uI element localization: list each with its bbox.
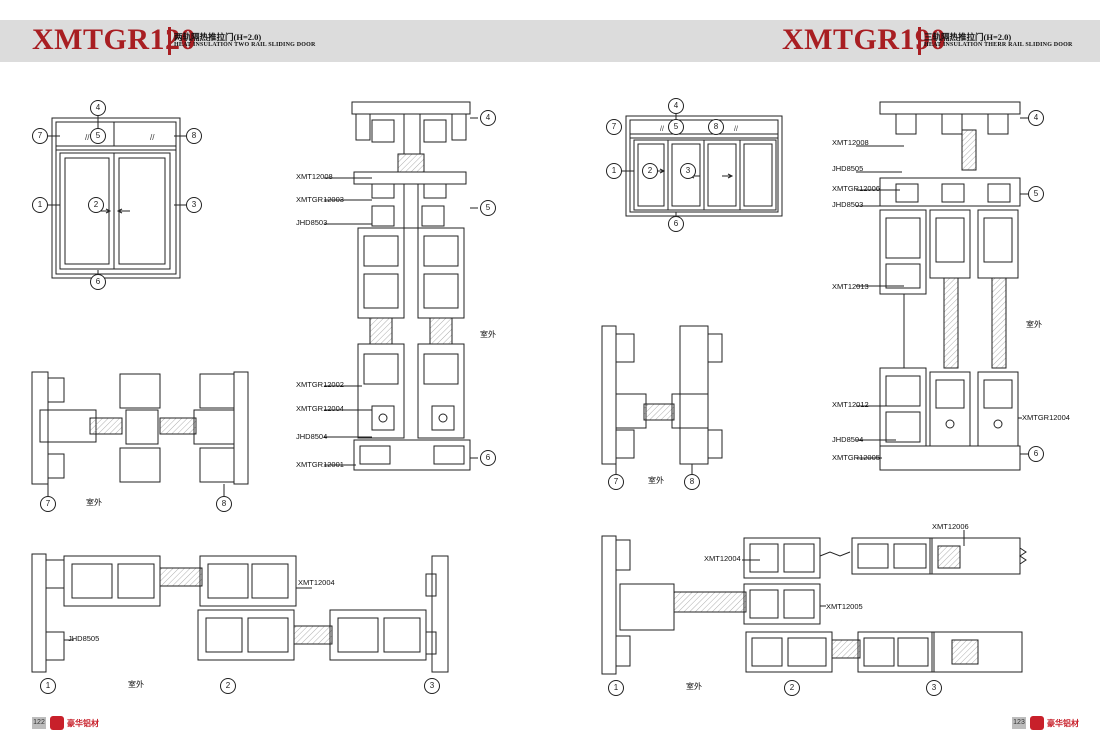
part-label: JHD8503 xyxy=(832,200,864,209)
callout-marker: 2 xyxy=(88,197,104,213)
right-title-en: HEAT INSULATION THERR RAIL SLIDING DOOR xyxy=(924,42,1073,48)
callout-marker: 8 xyxy=(216,496,232,512)
part-label: XMTGR12004 xyxy=(1022,413,1070,422)
callout-marker: 2 xyxy=(784,680,800,696)
page-number-right: 123 xyxy=(1012,717,1026,729)
callout-marker: 1 xyxy=(606,163,622,179)
part-label: XMTGR12004 xyxy=(296,404,344,413)
part-label: JHD8504 xyxy=(296,432,328,441)
callout-marker: 8 xyxy=(708,119,724,135)
part-label: XMT12006 xyxy=(932,522,969,531)
callout-marker: 7 xyxy=(608,474,624,490)
brand-logo-right: 豪华铝材 xyxy=(1030,715,1079,731)
callout-marker: 4 xyxy=(90,100,106,116)
brand-name: 豪华铝材 xyxy=(1047,718,1079,728)
part-label: XMT12004 xyxy=(298,578,335,587)
part-label: JHD8504 xyxy=(832,435,864,444)
part-label: XMT12012 xyxy=(832,400,869,409)
callout-marker: 3 xyxy=(424,678,440,694)
callout-marker: 6 xyxy=(1028,446,1044,462)
right-bottom-section xyxy=(601,530,1027,675)
brand-name: 豪华铝材 xyxy=(67,718,99,728)
svg-text://: // xyxy=(150,133,155,142)
callout-marker: 4 xyxy=(668,98,684,114)
left-horizontal-section xyxy=(31,371,249,496)
left-vertical-section xyxy=(324,101,478,471)
outdoor-label: 室外 xyxy=(86,498,102,507)
right-title-cn: 三轨隔热推拉门(H=2.0) xyxy=(924,32,1012,42)
brand-logo-icon xyxy=(1030,716,1044,730)
callout-marker: 6 xyxy=(480,450,496,466)
callout-marker: 1 xyxy=(40,678,56,694)
callout-marker: 5 xyxy=(668,119,684,135)
right-horizontal-section xyxy=(601,325,723,474)
part-label: JHD8505 xyxy=(68,634,100,643)
right-elevation: // // xyxy=(616,112,783,222)
left-elevation: // // xyxy=(46,114,186,280)
part-label: XMT12005 xyxy=(826,602,863,611)
page-number-left: 122 xyxy=(32,717,46,729)
part-label: XMT12013 xyxy=(832,282,869,291)
svg-text://: // xyxy=(85,133,90,142)
svg-text://: // xyxy=(734,126,738,133)
right-model-bar xyxy=(918,27,921,55)
part-label: XMTGR12002 xyxy=(296,380,344,389)
outdoor-label: 室外 xyxy=(686,682,702,691)
part-label: XMTGR12003 xyxy=(296,195,344,204)
callout-marker: 4 xyxy=(1028,110,1044,126)
outdoor-label: 室外 xyxy=(648,476,664,485)
part-label: JHD8503 xyxy=(296,218,328,227)
part-label: XMT12008 xyxy=(296,172,333,181)
callout-marker: 3 xyxy=(186,197,202,213)
part-label: XMTGR12001 xyxy=(296,460,344,469)
brand-logo-left: 豪华铝材 xyxy=(50,715,99,731)
left-title-cn: 两轨隔热推拉门(H=2.0) xyxy=(174,32,262,42)
callout-marker: 5 xyxy=(90,128,106,144)
right-vertical-section xyxy=(856,101,1028,471)
left-bottom-section xyxy=(31,553,449,673)
part-label: XMT12004 xyxy=(704,554,741,563)
part-label: XMT12008 xyxy=(832,138,869,147)
outdoor-label: 室外 xyxy=(480,330,496,339)
header-band xyxy=(0,20,1100,62)
callout-marker: 6 xyxy=(668,216,684,232)
callout-marker: 6 xyxy=(90,274,106,290)
callout-marker: 7 xyxy=(606,119,622,135)
outdoor-label: 室外 xyxy=(128,680,144,689)
callout-marker: 2 xyxy=(220,678,236,694)
callout-marker: 2 xyxy=(642,163,658,179)
callout-marker: 3 xyxy=(926,680,942,696)
part-label: JHD8505 xyxy=(832,164,864,173)
svg-text://: // xyxy=(660,126,664,133)
left-title-en: HEAT INSULATION TWO RAIL SLIDING DOOR xyxy=(174,42,316,48)
callout-marker: 5 xyxy=(1028,186,1044,202)
callout-marker: 8 xyxy=(684,474,700,490)
left-model-bar xyxy=(168,27,171,55)
callout-marker: 7 xyxy=(32,128,48,144)
callout-marker: 1 xyxy=(32,197,48,213)
callout-marker: 7 xyxy=(40,496,56,512)
part-label: XMTGR12005 xyxy=(832,453,880,462)
callout-marker: 3 xyxy=(680,163,696,179)
brand-logo-icon xyxy=(50,716,64,730)
callout-marker: 8 xyxy=(186,128,202,144)
callout-marker: 1 xyxy=(608,680,624,696)
callout-marker: 4 xyxy=(480,110,496,126)
outdoor-label: 室外 xyxy=(1026,320,1042,329)
part-label: XMTGR12006 xyxy=(832,184,880,193)
callout-marker: 5 xyxy=(480,200,496,216)
